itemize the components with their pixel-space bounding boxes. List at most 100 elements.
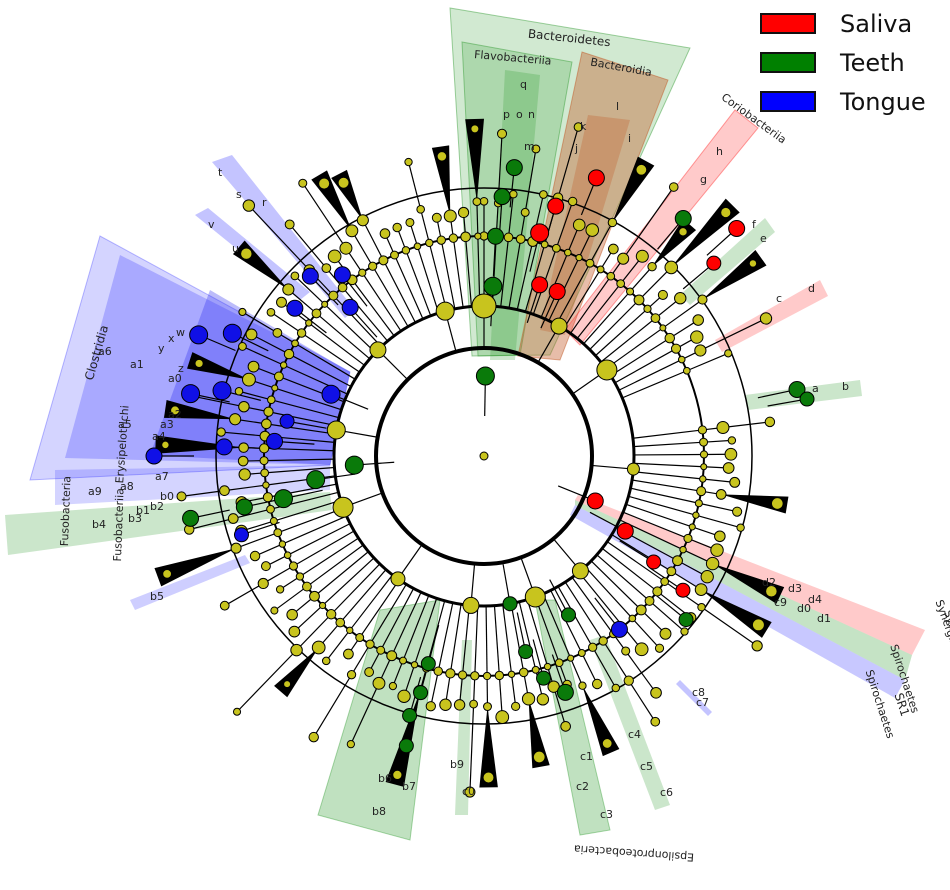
class-node [390,250,399,260]
highlight-node [413,685,429,701]
leaf-node [219,600,230,611]
sector-c0 [455,640,472,815]
leaf-node [720,206,732,219]
leaf-fan [582,685,620,757]
highlight-node [398,738,414,754]
class-node [436,235,446,245]
class-node [296,328,307,338]
highlight-node [487,227,505,245]
leaf-node [700,570,714,584]
ring-4 [215,187,753,725]
class-node [311,308,322,319]
code-x: x [168,332,175,345]
class-node [433,666,443,676]
leaf-node [298,178,308,188]
phylum-node [462,596,480,614]
leaf-node [479,196,489,206]
class-node [650,313,661,324]
class-node [266,504,275,514]
leaf-node [680,627,689,636]
highlight-node [616,522,634,540]
phylum-node [524,586,546,608]
phylum-node [471,293,497,319]
code-b8: b8 [372,805,386,818]
class-node [365,639,375,649]
label-epsilonproteobacteria: Epsilonproteobacteria [573,842,694,863]
code-k: k [580,120,587,133]
leaf-node [572,218,586,232]
leaf-node [634,642,649,657]
sector-sr1 [570,505,905,698]
leaf-node [607,217,618,228]
class-node [376,645,386,655]
leaf-node [234,386,244,396]
leaf-node [729,476,741,488]
highlight-node [189,325,209,345]
code-a4: a4 [152,430,166,443]
class-node [664,332,675,344]
code-j: j [574,142,578,155]
code-b7: b7 [402,780,416,793]
leaf-node [748,259,758,268]
code-f: f [752,218,757,231]
leaf-node [607,243,619,255]
class-node [470,671,480,681]
leaf-node [288,625,301,638]
leaf-node [372,676,386,690]
highlight-node [518,644,534,660]
class-node [288,561,299,571]
class-node [694,499,703,508]
code-a6: a6 [98,345,112,358]
code-a8: a8 [120,480,134,493]
class-node [598,636,608,646]
highlight-node [266,432,284,450]
code-b2: b2 [150,500,164,513]
class-node [267,395,276,405]
code-y: y [158,342,165,355]
code-c8: c8 [692,686,705,699]
leaf-node [364,667,375,677]
leaf-node [617,252,630,265]
leaf-node [694,344,707,357]
leaf-node [238,442,249,453]
label-fusobacteria: Fusobacteria [58,476,73,547]
code-b6: b6 [378,772,392,785]
leaf-fan [187,352,249,380]
class-node [460,231,471,243]
class-node [410,661,419,669]
class-node [670,343,682,354]
class-node [679,545,687,554]
class-node [278,540,287,548]
highlight-node [333,266,351,284]
leaf-node [472,197,482,206]
highlight-node [215,438,233,456]
highlight-node [675,582,691,598]
leaf-fan [721,494,789,514]
highlight-node [799,391,815,407]
legend: Saliva Teeth Tongue [760,4,948,121]
class-node [291,339,299,348]
class-node [652,586,663,597]
class-node [700,463,708,471]
leaf-node [657,289,668,300]
tree-nodes [145,122,815,798]
leaf-node [276,296,287,308]
leaf-node [573,122,584,132]
code-h: h [716,145,723,158]
leaf-node [694,583,708,596]
leaf-node [170,405,181,416]
class-node [697,425,708,435]
class-node [659,324,667,332]
leaf-node [318,177,331,190]
class-node [262,492,273,503]
class-node [575,253,583,262]
code-b5: b5 [150,590,164,603]
leaf-node [724,447,738,461]
highlight-node [788,380,806,398]
legend-swatch-teeth [760,52,816,73]
class-node [425,238,434,248]
sector-b6b8 [317,599,441,841]
class-node [567,654,575,662]
class-node [358,268,367,277]
